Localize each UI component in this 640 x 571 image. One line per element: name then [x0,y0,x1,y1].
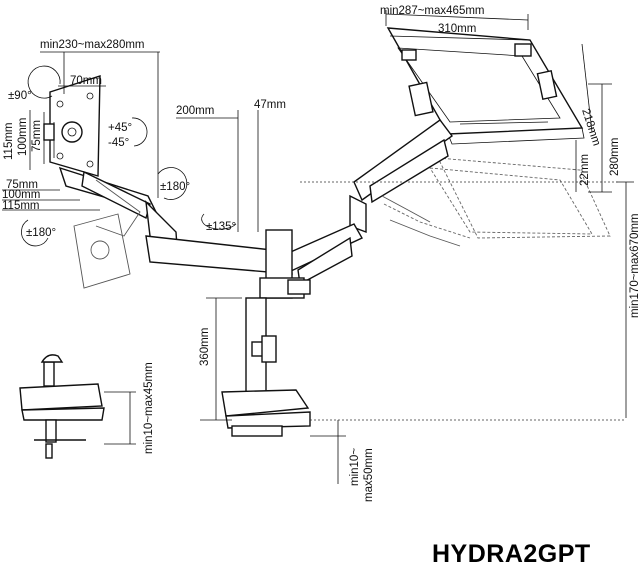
desk-clamp [200,389,311,437]
vesa-v-115-label: 115mm [2,200,40,212]
vesa-v-100-label: 100mm [2,189,40,201]
rotate-arc-icon-2 [21,219,49,247]
vesa-v-75-label: 75mm [6,179,38,191]
vesa-plate-ghost [73,213,131,289]
total-height-range-label: min170~max670mm [629,213,640,318]
clamp-detail [19,354,105,459]
rotate-arc-icon [157,167,188,200]
arm-length-label: 200mm [176,105,214,117]
rotate-180-b-label: ±180° [26,227,56,239]
tray-width-range-label: min287~max465mm [380,5,485,17]
tray-height-label: 280mm [609,138,621,176]
grommet-range-line2-label: max50mm [363,448,375,502]
pole-height-label: 360mm [199,328,211,366]
laptop-tray [386,27,585,145]
right-arm [267,119,461,286]
rotate-135-label: ±135° [206,221,236,233]
model-name: HYDRA2GPT [432,540,591,568]
rotate-180-a-label: ±180° [160,181,190,193]
tray-depth-label: 218mm [579,107,602,147]
tilt-plus-label: +45° [108,122,132,134]
arm-reach-range-label: min230~max280mm [40,39,145,51]
pole [245,229,311,407]
clamp-range-label: min10~max45mm [143,362,155,454]
swivel-arc-icon [27,65,61,99]
laptop-tray-ghost [383,157,611,239]
vesa-plate [43,75,101,177]
rotate-135-arc-icon [201,213,237,230]
swivel-90-label: ±90° [8,90,32,102]
vesa-h-115-label: 115mm [3,123,15,161]
left-arm [58,166,293,275]
tray-lip-label: 22mm [579,154,591,186]
tray-width-label: 310mm [438,23,476,35]
vesa-h-100-label: 100mm [17,118,29,156]
vesa-h-75-label: 75mm [31,120,43,152]
tilt-arc-icon [131,117,148,147]
vesa-width-label: 70mm [70,75,102,87]
grommet-range-line1-label: min10~ [349,448,361,486]
pole-diameter-label: 47mm [254,99,286,111]
tilt-minus-label: -45° [108,137,129,149]
